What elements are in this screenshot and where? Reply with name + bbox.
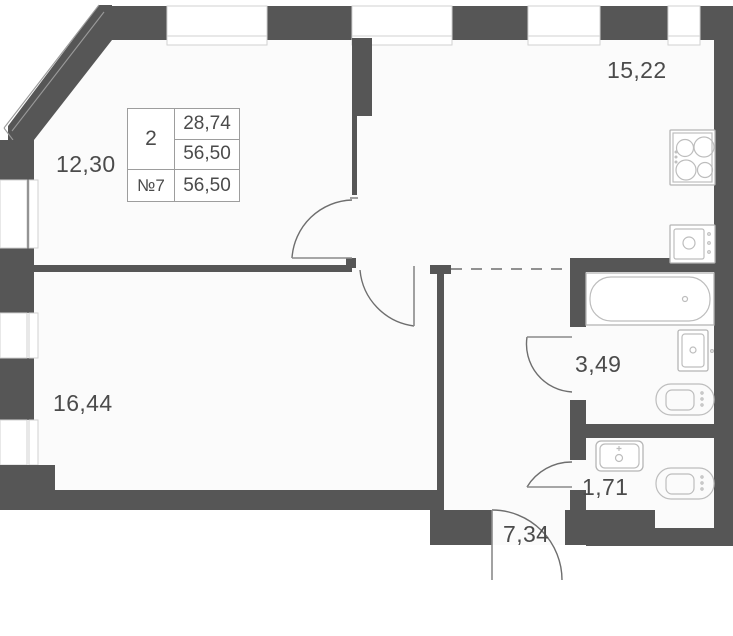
room-fills	[34, 38, 720, 545]
interior-walls	[0, 38, 733, 546]
wall-living-bottom-left-corner	[0, 465, 55, 510]
wall-segment-left-2	[0, 248, 34, 313]
wall-segment-top-3	[452, 6, 528, 40]
bathtub-icon	[585, 272, 715, 326]
exterior-wall-top	[112, 5, 733, 46]
apartment-info-table: 2 №7 28,74 56,50 56,50	[127, 108, 240, 202]
toilet-bathroom-icon	[655, 383, 715, 416]
area-label-hall: 7,34	[503, 521, 549, 547]
wall-segment-top-2	[267, 6, 352, 40]
wall-living-hall	[437, 265, 444, 490]
wall-door-jamb-bedroom	[346, 258, 356, 268]
window-top-1	[166, 5, 268, 46]
room-fill-living	[34, 265, 444, 490]
room-fill-hall	[430, 265, 580, 545]
balcony-line-end	[3, 127, 14, 141]
info-room-count: 2	[128, 109, 175, 171]
wc-fixtures	[595, 440, 715, 500]
toilet-wc-icon	[655, 467, 715, 500]
wall-living-bottom	[34, 490, 444, 510]
info-area-living: 28,74	[175, 109, 239, 140]
info-area-total: 56,50	[175, 140, 239, 171]
wall-hall-bottom-right-arm	[565, 510, 655, 528]
room-fill-kitchen	[352, 38, 714, 268]
balcony-line-outer	[3, 4, 100, 129]
washbasin-icon	[677, 329, 714, 372]
wall-bath-wc-divider	[570, 424, 720, 438]
area-label-kitchen: 15,22	[607, 57, 667, 83]
area-label-bathroom: 3,49	[575, 351, 621, 377]
wall-hall-top-stub	[430, 265, 451, 274]
wall-between-bedrooms	[34, 265, 352, 272]
window-left-2	[0, 312, 39, 359]
wc-sink-icon	[595, 440, 644, 472]
wall-segment-left-1	[0, 140, 34, 180]
wall-hall-bath-upper	[570, 265, 586, 327]
area-label-living: 16,44	[53, 390, 113, 416]
door-living-room	[359, 266, 415, 327]
balcony-line-mid	[11, 11, 105, 132]
area-label-bedroom-left-top: 12,30	[56, 151, 116, 177]
info-area-alt: 56,50	[183, 174, 231, 196]
area-labels: 12,30 16,44 15,22 3,49 1,71 7,34	[53, 57, 667, 547]
wall-segment-top-1	[112, 6, 167, 40]
wall-bedroom-kitchen-thin	[352, 116, 357, 195]
window-left-1	[0, 179, 39, 249]
bathroom-fixtures	[585, 272, 715, 416]
kitchen-sink-icon	[669, 224, 716, 264]
wall-segment-left-3	[0, 358, 34, 420]
window-left-3	[0, 419, 39, 466]
door-bathroom	[525, 336, 573, 393]
door-bedroom-top	[291, 197, 358, 259]
exterior-wall-right	[714, 6, 733, 540]
stove-icon	[669, 129, 716, 186]
wall-segment-top-4	[600, 6, 668, 40]
exterior-wall-left	[0, 140, 39, 500]
window-top-3	[527, 5, 601, 46]
area-label-wc: 1,71	[582, 474, 628, 500]
wall-bedroom-kitchen-thick	[352, 38, 372, 116]
door-wc	[526, 461, 573, 488]
wall-diagonal-outer	[8, 5, 112, 140]
info-unit-number: №7	[128, 170, 175, 201]
wall-hall-wc-lower	[570, 490, 586, 540]
door-entrance	[491, 509, 563, 581]
wall-right	[714, 6, 733, 540]
wall-hall-bottom-left	[430, 510, 492, 545]
wall-wc-bottom	[586, 528, 733, 546]
doors	[291, 197, 573, 581]
window-top-4	[667, 5, 701, 46]
kitchen-fixtures	[669, 129, 716, 264]
